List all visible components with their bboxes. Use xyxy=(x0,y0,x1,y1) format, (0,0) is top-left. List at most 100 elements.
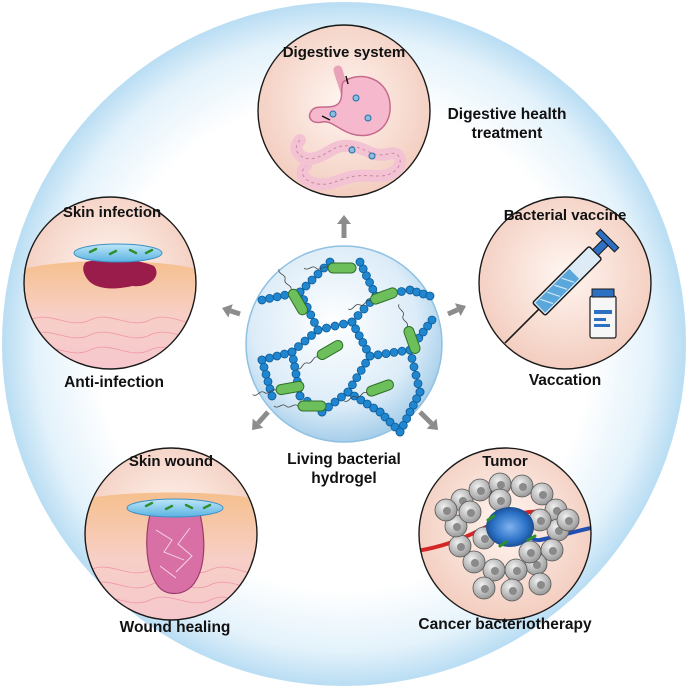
hydrogel-patch xyxy=(126,498,224,518)
hydrogel-bead xyxy=(288,354,298,364)
wound-tissue xyxy=(146,511,205,595)
infection-lesion xyxy=(83,259,157,289)
hydrogel-bead xyxy=(353,311,363,320)
hydrogel-bead xyxy=(423,321,433,331)
hydrogel-bead xyxy=(356,395,366,405)
hydrogel-bead xyxy=(330,321,340,331)
panel-skin-wound xyxy=(84,447,258,621)
hydrogel-bead xyxy=(339,319,348,329)
hydrogel-bead xyxy=(300,336,310,346)
hydrogel-bead xyxy=(361,344,371,354)
hydrogel-bead xyxy=(347,380,357,390)
hydrogel-bead xyxy=(418,327,428,337)
bacterium xyxy=(296,340,344,370)
panel-tumor xyxy=(418,447,592,621)
arrow xyxy=(418,410,438,430)
hydrogel-bead xyxy=(259,362,269,372)
hydrogel-bead xyxy=(330,397,340,407)
arrows xyxy=(222,215,466,430)
hydrogel-bead xyxy=(265,353,274,363)
hydrogel-bead xyxy=(322,323,331,333)
arrow xyxy=(252,410,270,430)
hydrogel-bead xyxy=(306,310,316,320)
hydrogel-bead xyxy=(361,358,371,368)
panel-title-infection: Skin infection xyxy=(62,204,162,221)
bacterium xyxy=(348,287,398,310)
hydrogel-bead xyxy=(263,377,273,387)
hydrogel-bead xyxy=(407,353,417,363)
living-bacterial-hydrogel xyxy=(245,245,443,443)
panel-skin-infection xyxy=(23,196,197,370)
panel-title-vaccine: Bacterial vaccine xyxy=(503,207,627,224)
hydrogel-bead xyxy=(355,257,365,267)
hydrogel-bead xyxy=(369,403,379,413)
hydrogel-bead xyxy=(395,427,405,437)
hydrogel-bead xyxy=(272,292,282,302)
bacterium xyxy=(344,379,394,402)
hydrogel-bead xyxy=(362,399,372,409)
hydrogel-bead xyxy=(295,391,305,401)
arrow xyxy=(446,303,466,317)
hydrogel-patch xyxy=(73,243,163,263)
caption-wound: Wound healing xyxy=(119,619,231,636)
arrow xyxy=(337,215,351,238)
hydrogel-bead xyxy=(397,346,407,356)
hydrogel-bead xyxy=(343,387,353,397)
hydrogel-bead xyxy=(409,362,419,372)
panel-title-tumor: Tumor xyxy=(482,453,528,470)
hydrogel-bead xyxy=(365,351,375,361)
bacterium xyxy=(252,380,305,396)
hydrogel-bead xyxy=(425,291,435,301)
hydrogel-bead xyxy=(411,370,421,380)
caption-digestive-line1: Digestive health xyxy=(447,106,567,123)
caption-digestive-line2: treatment xyxy=(471,125,543,142)
hydrogel-bead xyxy=(358,337,368,347)
hydrogel-bead xyxy=(307,275,317,285)
hydrogel-bead xyxy=(381,349,391,359)
hydrogel-bead xyxy=(257,295,267,305)
hydrogel-bead xyxy=(373,350,383,360)
hydrogel-bead xyxy=(349,391,359,401)
hydrogel-bead xyxy=(272,351,282,361)
hydrogel-bead xyxy=(313,269,323,279)
hydrogel-bead xyxy=(313,325,323,335)
hydrogel-bead xyxy=(351,324,361,334)
panel-bacterial-vaccine xyxy=(478,196,652,370)
hydrogel-bead xyxy=(280,290,290,300)
panel-title-wound: Skin wound xyxy=(128,453,214,470)
bacterium xyxy=(303,262,357,274)
hydrogel-bacteria xyxy=(252,262,421,412)
caption-tumor: Cancer bacteriotherapy xyxy=(418,616,592,633)
hydrogel-bead xyxy=(294,342,303,351)
hydrogel-bead xyxy=(309,317,319,327)
hydrogel-bead xyxy=(287,347,297,357)
syringe-illustration xyxy=(504,228,620,344)
hydrogel-bead xyxy=(265,293,275,303)
hydrogel-bead xyxy=(267,391,277,401)
tumor-core xyxy=(486,507,534,547)
bacterium xyxy=(273,400,327,412)
panel-title-digestive: Digestive system xyxy=(282,44,406,61)
hydrogel-bead xyxy=(356,365,366,375)
hydrogel-bead xyxy=(261,369,271,379)
hydrogel-bead xyxy=(257,355,267,365)
hydrogel-bead xyxy=(307,331,316,340)
hydrogel-bead xyxy=(413,379,423,389)
hydrogel-bead xyxy=(352,373,362,383)
bacterium xyxy=(278,268,308,316)
hydrogel-bead xyxy=(427,315,437,325)
hydrogel-bead xyxy=(359,304,369,314)
bacterium xyxy=(398,304,421,354)
hydrogel-bead xyxy=(354,331,364,341)
caption-infection: Anti-infection xyxy=(64,374,164,391)
center-title-line2: hydrogel xyxy=(311,470,377,487)
hydrogel-bead xyxy=(397,287,406,296)
vaccine-vial-illustration xyxy=(589,288,617,339)
center-title-line1: Living bacterial xyxy=(287,451,401,468)
panel-digestive-system xyxy=(257,24,431,198)
hydrogel-bead xyxy=(337,392,346,402)
arrow xyxy=(222,304,241,318)
hydrogel-bead xyxy=(280,349,289,359)
hydrogel-bead xyxy=(389,347,399,357)
